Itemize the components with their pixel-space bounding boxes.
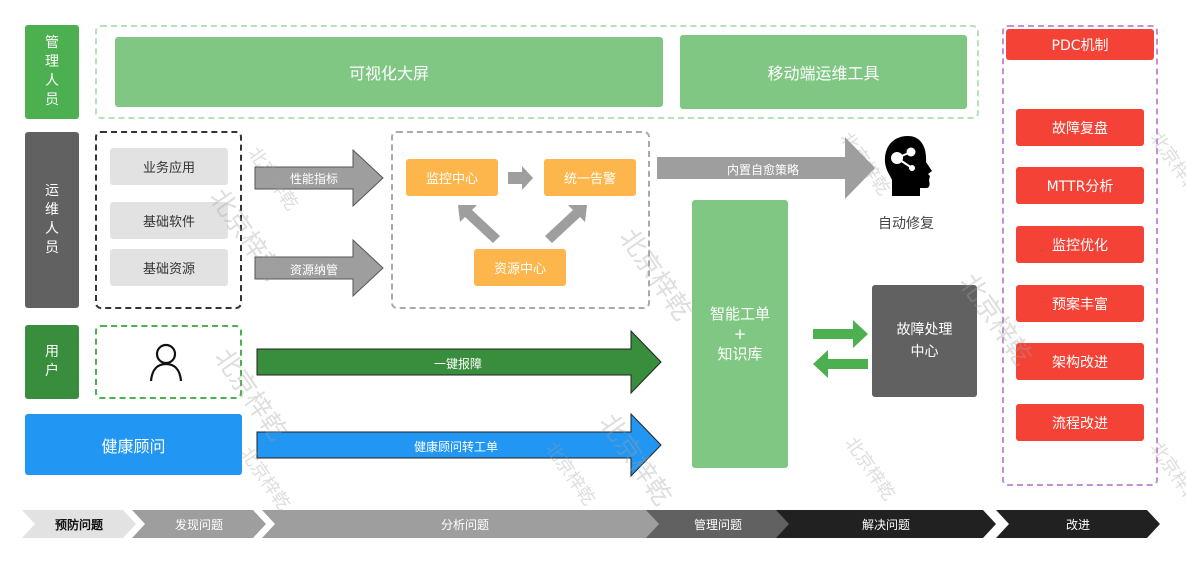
fault-handling-center[interactable]: 故障处理 中心 — [872, 285, 977, 397]
role-management-label: 管理人员 — [45, 35, 59, 108]
layer-base-software[interactable]: 基础软件 — [110, 202, 228, 239]
pdc-item-label: 预案丰富 — [1052, 296, 1108, 313]
watermark: 北京梓乾 — [840, 433, 900, 505]
layer-base-software-label: 基础软件 — [142, 215, 195, 230]
role-ops: 运维人员 — [25, 132, 79, 308]
pdc-item-label: 流程改进 — [1052, 415, 1108, 432]
process-step-shape — [22, 510, 136, 538]
process-step: 管理问题 — [693, 517, 742, 532]
resource-to-monitor-arrow — [458, 205, 500, 243]
self-healing-label: 内置自愈策略 — [727, 163, 800, 177]
management-tools-group — [95, 25, 979, 119]
process-step: 预防问题 — [54, 517, 103, 532]
process-step-shape — [646, 510, 790, 538]
process-step: 分析问题 — [440, 517, 489, 532]
resource-management-label: 资源纳管 — [290, 263, 339, 277]
pdc-title[interactable]: PDC机制 — [1006, 29, 1154, 60]
process-step: 改进 — [1065, 517, 1090, 532]
role-user-label: 用户 — [45, 344, 59, 379]
knowledge-base-label: 知识库 — [717, 345, 763, 363]
pdc-item[interactable]: 故障复盘 — [1016, 109, 1144, 146]
user-icon — [149, 343, 183, 382]
pdc-item[interactable]: 架构改进 — [1016, 343, 1144, 380]
fault-center-line1: 故障处理 — [896, 322, 953, 338]
layer-base-resource-label: 基础资源 — [142, 262, 195, 277]
visual-big-screen-label: 可视化大屏 — [348, 64, 429, 83]
fault-center-line2: 中心 — [910, 344, 939, 360]
performance-metrics-label: 性能指标 — [290, 172, 339, 186]
performance-metrics-arrow — [254, 148, 384, 208]
monitor-to-alert-arrow — [508, 166, 533, 190]
health-advisor[interactable]: 健康顾问 — [25, 414, 242, 475]
one-click-report-arrow — [256, 329, 662, 395]
mobile-ops-tool[interactable]: 移动端运维工具 — [680, 35, 967, 109]
resource-center[interactable]: 资源中心 — [474, 249, 566, 286]
monitor-center-label: 监控中心 — [425, 172, 478, 187]
role-user: 用户 — [25, 325, 79, 399]
smart-ticket-label: 智能工单 — [709, 305, 770, 323]
pdc-group — [1002, 25, 1158, 486]
process-step: 发现问题 — [174, 517, 223, 532]
unified-alert[interactable]: 统一告警 — [544, 159, 636, 196]
process-step-shape — [262, 510, 668, 538]
pdc-item-label: 架构改进 — [1052, 354, 1108, 371]
auto-repair-label: 自动修复 — [878, 216, 934, 232]
from-fault-center-arrow — [813, 350, 868, 378]
process-step-shape — [132, 510, 266, 538]
user-group — [95, 325, 242, 399]
to-fault-center-arrow — [813, 320, 868, 348]
head-network-icon — [884, 136, 932, 196]
pdc-item[interactable]: 预案丰富 — [1016, 285, 1144, 322]
role-ops-label: 运维人员 — [45, 183, 59, 256]
layer-base-resource[interactable]: 基础资源 — [110, 249, 228, 286]
resource-management-arrow — [254, 238, 384, 298]
monitor-center[interactable]: 监控中心 — [406, 159, 498, 196]
process-step-shape — [776, 510, 996, 538]
health-advisor-label: 健康顾问 — [101, 436, 166, 456]
layer-business-app[interactable]: 业务应用 — [110, 148, 228, 185]
role-management: 管理人员 — [25, 25, 79, 119]
plus-label: + — [733, 325, 747, 343]
mobile-ops-tool-label: 移动端运维工具 — [767, 64, 880, 83]
pdc-title-label: PDC机制 — [1051, 37, 1109, 54]
pdc-item-label: 故障复盘 — [1052, 120, 1108, 137]
smart-ticket-knowledge-base[interactable]: 智能工单 + 知识库 — [692, 200, 788, 468]
monitor-group — [391, 131, 650, 309]
advisor-ticket-label: 健康顾问转工单 — [414, 440, 499, 454]
resource-to-alert-arrow — [545, 205, 587, 243]
unified-alert-label: 统一告警 — [563, 172, 616, 187]
pdc-item[interactable]: MTTR分析 — [1016, 167, 1144, 204]
layer-business-app-label: 业务应用 — [142, 161, 195, 176]
pdc-item[interactable]: 流程改进 — [1016, 404, 1144, 441]
process-step: 解决问题 — [861, 517, 910, 532]
resource-center-label: 资源中心 — [493, 262, 546, 277]
self-healing-arrow — [657, 137, 875, 199]
ops-layers-group — [95, 131, 242, 309]
process-step-shape — [996, 510, 1160, 538]
pdc-item[interactable]: 监控优化 — [1016, 226, 1144, 263]
advisor-ticket-arrow — [256, 412, 662, 478]
pdc-item-label: MTTR分析 — [1046, 178, 1114, 195]
one-click-report-label: 一键报障 — [434, 357, 483, 371]
visual-big-screen[interactable]: 可视化大屏 — [115, 37, 663, 107]
pdc-item-label: 监控优化 — [1052, 237, 1108, 254]
